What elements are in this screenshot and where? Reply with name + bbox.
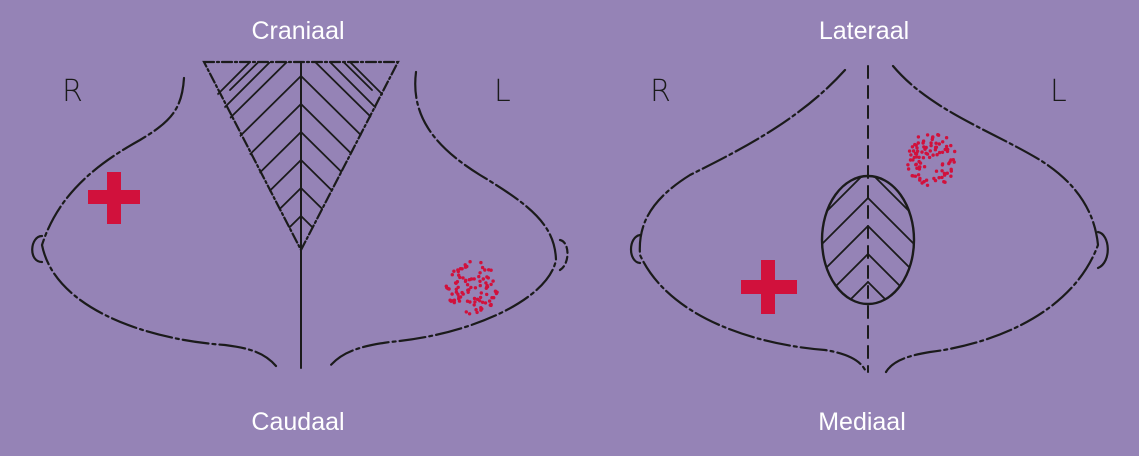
- label-craniaal: Craniaal: [251, 17, 345, 45]
- plus-marker-icon: [741, 260, 797, 314]
- right-view-side-l: L: [1050, 74, 1067, 109]
- label-lateraal: Lateraal: [818, 17, 910, 45]
- right-view-hatched-oval: [820, 174, 916, 306]
- left-view-side-l: L: [494, 74, 511, 109]
- plus-marker-icon: [88, 172, 140, 224]
- right-view-right-nipple: [629, 233, 642, 265]
- label-caudaal: Caudaal: [251, 408, 345, 436]
- right-view-side-r: R: [650, 74, 671, 109]
- right-view-diagram: [629, 64, 1109, 374]
- dotted-lesion-icon: [906, 133, 957, 187]
- left-view-right-breast-outline: [40, 76, 278, 368]
- left-view-side-r: R: [62, 74, 83, 109]
- right-view-left-breast-outline: [884, 64, 1100, 374]
- right-view-left-nipple: [1096, 230, 1109, 270]
- left-view-left-breast-outline: [328, 70, 558, 368]
- right-view-right-breast-outline: [638, 68, 868, 374]
- label-mediaal: Mediaal: [818, 408, 906, 436]
- dotted-lesion-icon: [444, 260, 499, 316]
- left-view-diagram: [31, 60, 569, 369]
- left-view-left-nipple: [558, 238, 569, 272]
- left-view-right-nipple: [31, 234, 44, 264]
